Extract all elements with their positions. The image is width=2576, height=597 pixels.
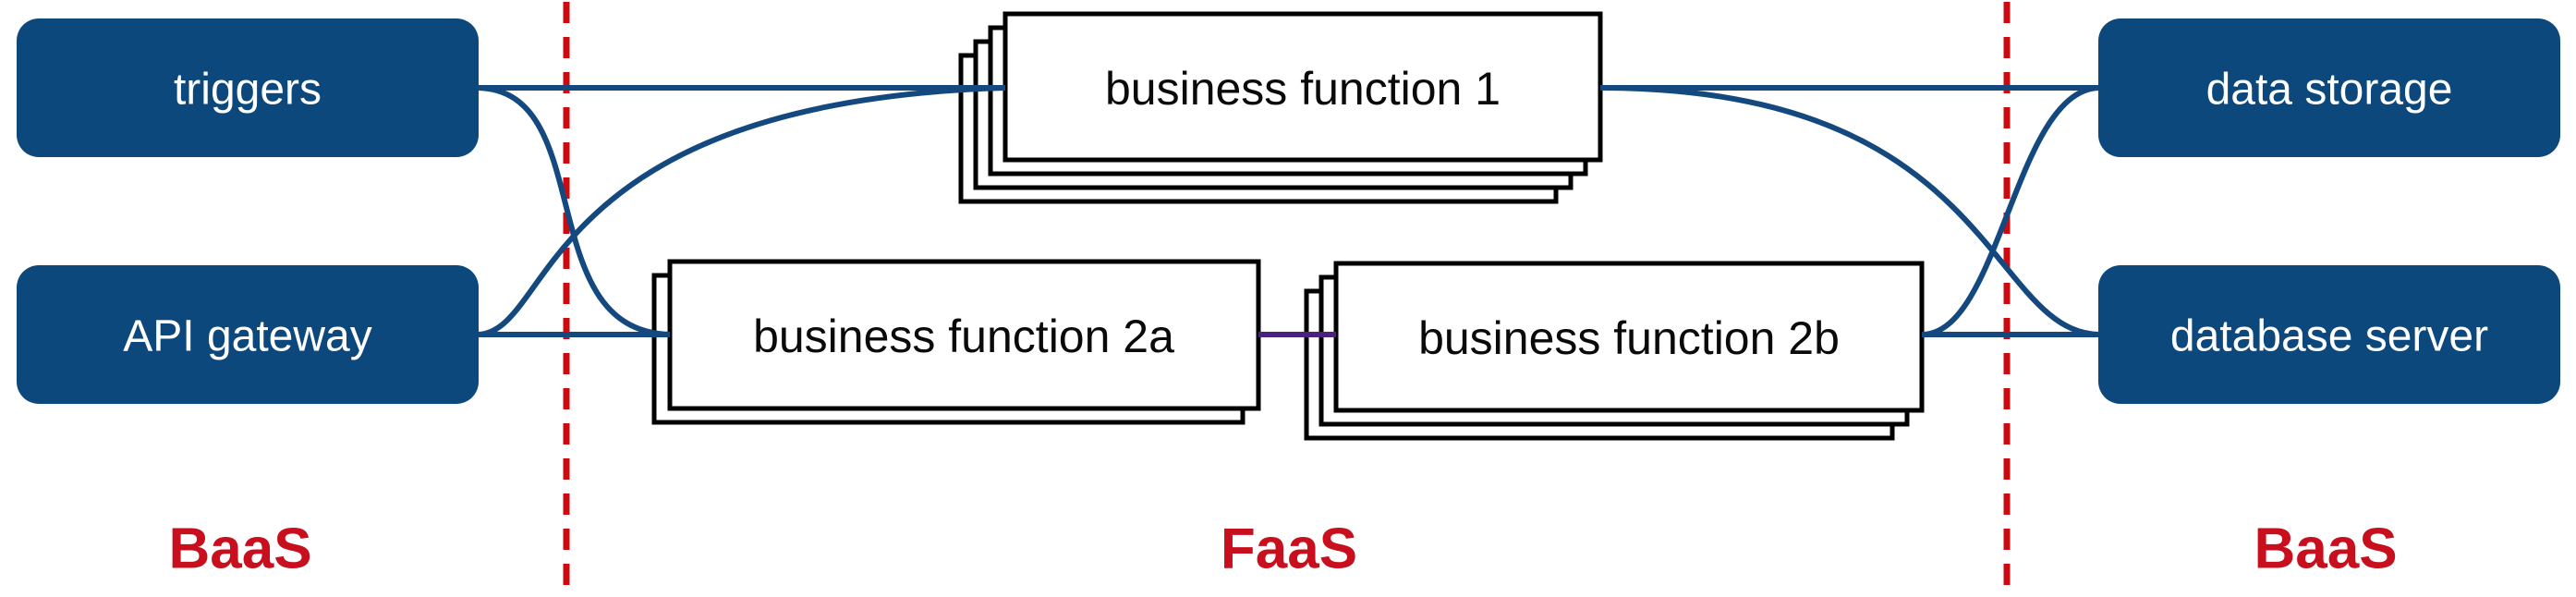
connector-triggers-to-bf2a xyxy=(478,85,671,337)
business-function-1-label: business function 1 xyxy=(1105,63,1501,115)
node-database-server-label: database server xyxy=(2170,312,2488,361)
node-data-storage-box xyxy=(2098,18,2560,157)
business-function-2b-label: business function 2b xyxy=(1418,312,1840,364)
node-triggers-box xyxy=(17,18,479,157)
zone-label-faas: FaaS xyxy=(1221,518,1357,581)
node-database-server-box xyxy=(2098,265,2560,404)
node-data-storage-label: data storage xyxy=(2206,66,2453,115)
node-api-gateway-box xyxy=(17,265,479,404)
node-triggers: triggers xyxy=(17,18,479,157)
node-data-storage: data storage xyxy=(2098,18,2560,157)
node-api-gateway-label: API gateway xyxy=(123,312,371,361)
node-api-gateway: API gateway xyxy=(17,265,479,404)
zone-label-baas-right: BaaS xyxy=(2254,518,2397,581)
stack-business-function-2b xyxy=(1304,261,1925,441)
zone-label-baas-left: BaaS xyxy=(168,518,311,581)
connector-bf1-to-database-server xyxy=(1599,85,2099,337)
business-function-2a-label: business function 2a xyxy=(753,311,1174,362)
stack-layer xyxy=(1333,261,1925,413)
stack-business-function-1 xyxy=(958,11,1603,204)
connector-bf2b-to-data-storage xyxy=(1921,85,2099,337)
connector-api-gateway-to-bf1 xyxy=(478,85,1006,337)
stack-business-function-2a xyxy=(651,259,1261,425)
node-triggers-label: triggers xyxy=(174,66,322,115)
node-database-server: database server xyxy=(2098,265,2560,404)
